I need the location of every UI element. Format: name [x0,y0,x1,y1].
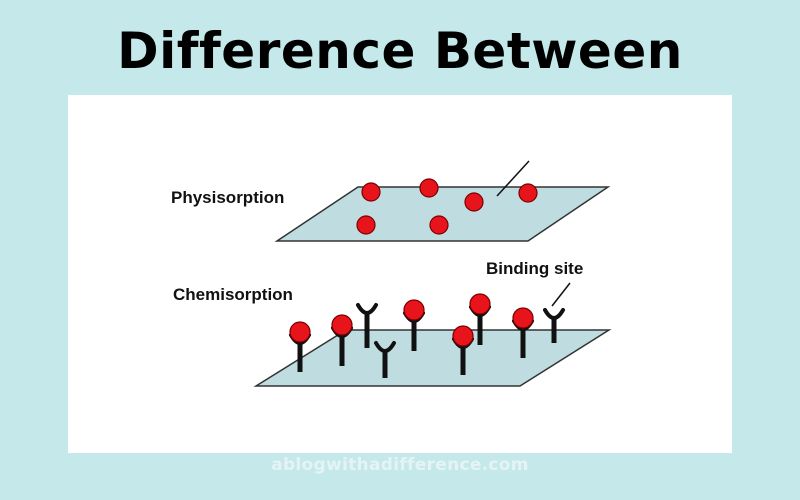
diagram-card: Physisorption Chemisorption Binding site [68,95,732,453]
chemisorption-label: Chemisorption [173,285,293,304]
adsorbate-molecule-icon [512,307,534,329]
adsorption-diagram: Physisorption Chemisorption Binding site [171,160,612,387]
adsorbate-molecule-icon [361,182,381,202]
binding-site-pointer [551,282,571,307]
binding-site-receptor-icon [403,299,425,351]
binding-site-receptor-icon [543,308,565,343]
adsorbate-molecule-icon [289,321,311,343]
binding-site-receptor-icon [452,325,474,375]
binding-site-receptor-icon [331,314,353,366]
chemisorption-panel: Chemisorption Binding site [173,259,612,387]
adsorbate-molecule-icon [331,314,353,336]
binding-site-label: Binding site [486,259,583,278]
pointer-line [496,160,530,197]
adsorbate-molecule-icon [518,183,538,203]
adsorbate-molecule-icon [429,215,449,235]
adsorbate-molecule-icon [356,215,376,235]
binding-site-receptor-icon [469,293,491,345]
adsorbate-molecule-icon [419,178,439,198]
receptor-cup [374,341,396,353]
receptor-cup [543,308,565,320]
page-title: Difference Between [117,22,683,80]
chemisorption-sites [289,293,565,378]
binding-site-receptor-icon [512,307,534,358]
adsorbate-molecule-icon [469,293,491,315]
adsorbate-molecule-icon [464,192,484,212]
physisorption-molecules [356,178,538,235]
watermark: ablogwithadifference.com [271,455,529,475]
receptor-cup [356,303,378,315]
binding-site-receptor-icon [374,341,396,378]
physisorption-panel: Physisorption [171,160,611,242]
adsorbate-molecule-icon [403,299,425,321]
binding-site-receptor-icon [356,303,378,348]
physisorption-label: Physisorption [171,188,284,207]
binding-site-receptor-icon [289,321,311,372]
adsorbate-molecule-icon [452,325,474,347]
